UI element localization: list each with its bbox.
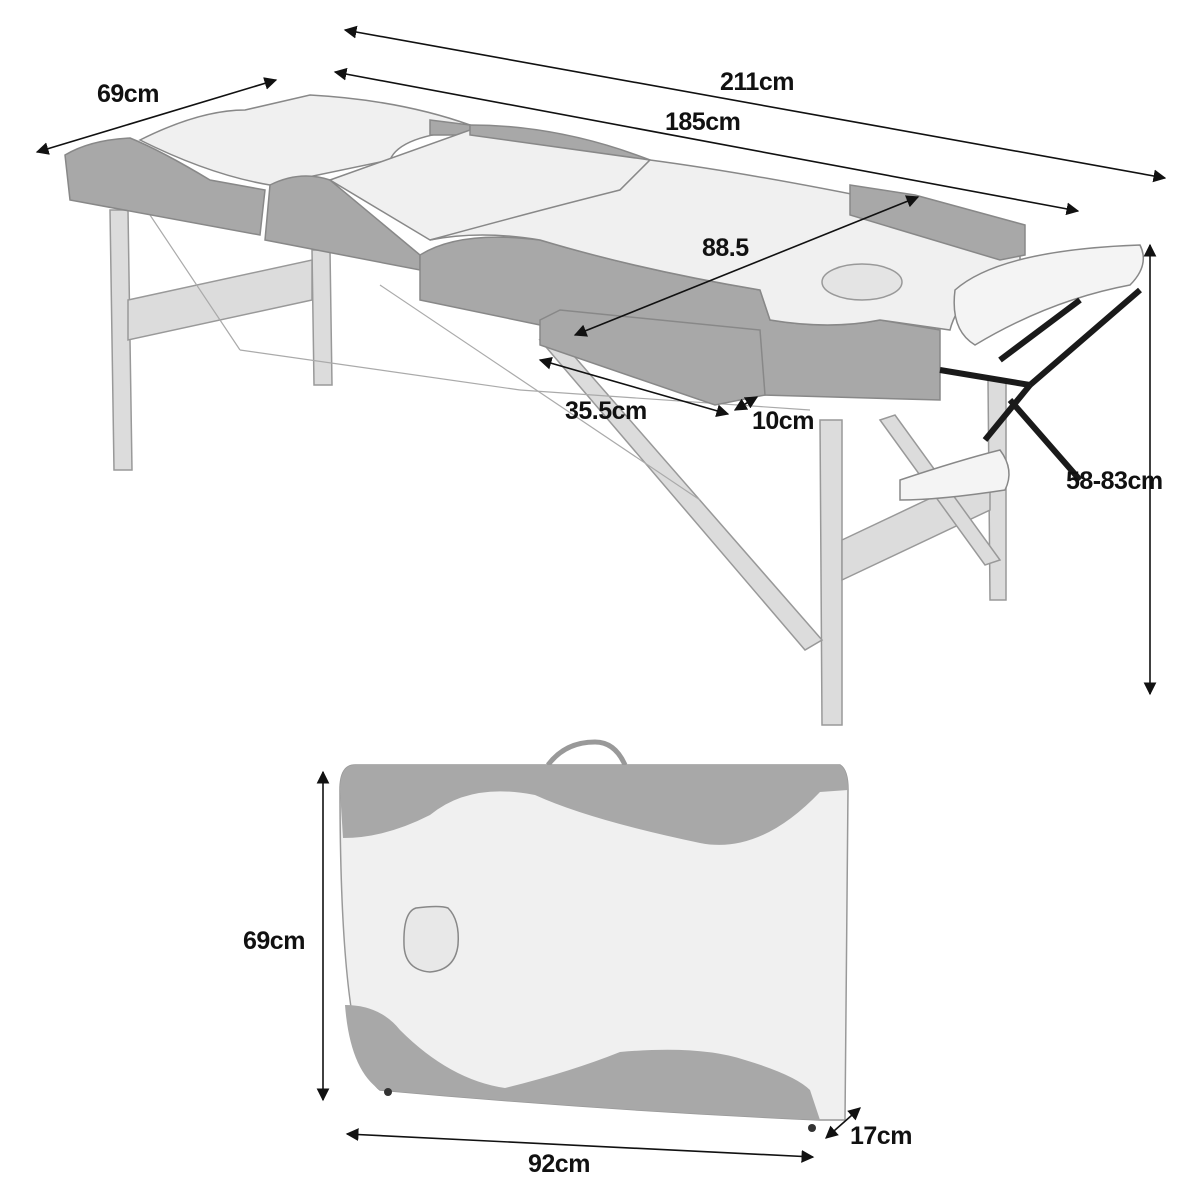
label-armrest-length: 35.5cm xyxy=(565,397,647,425)
label-folded-depth: 17cm xyxy=(850,1122,912,1150)
face-hole xyxy=(403,905,460,973)
dimension-arrows-open xyxy=(35,25,1167,696)
label-armrest-width: 10cm xyxy=(752,407,814,435)
face-cradle-bracket xyxy=(939,287,1142,482)
label-table-height: 58-83cm xyxy=(1066,467,1163,495)
label-table-width: 69cm xyxy=(97,80,159,108)
label-overall-length: 211cm xyxy=(720,68,794,96)
folded-case xyxy=(339,739,849,1132)
dimension-arrows-folded xyxy=(316,770,861,1163)
label-folded-width: 92cm xyxy=(528,1150,590,1178)
carry-handle xyxy=(545,739,628,767)
label-armrest-span: 88.5 xyxy=(702,234,749,262)
label-table-length: 185cm xyxy=(665,108,741,136)
label-folded-height: 69cm xyxy=(243,927,305,955)
